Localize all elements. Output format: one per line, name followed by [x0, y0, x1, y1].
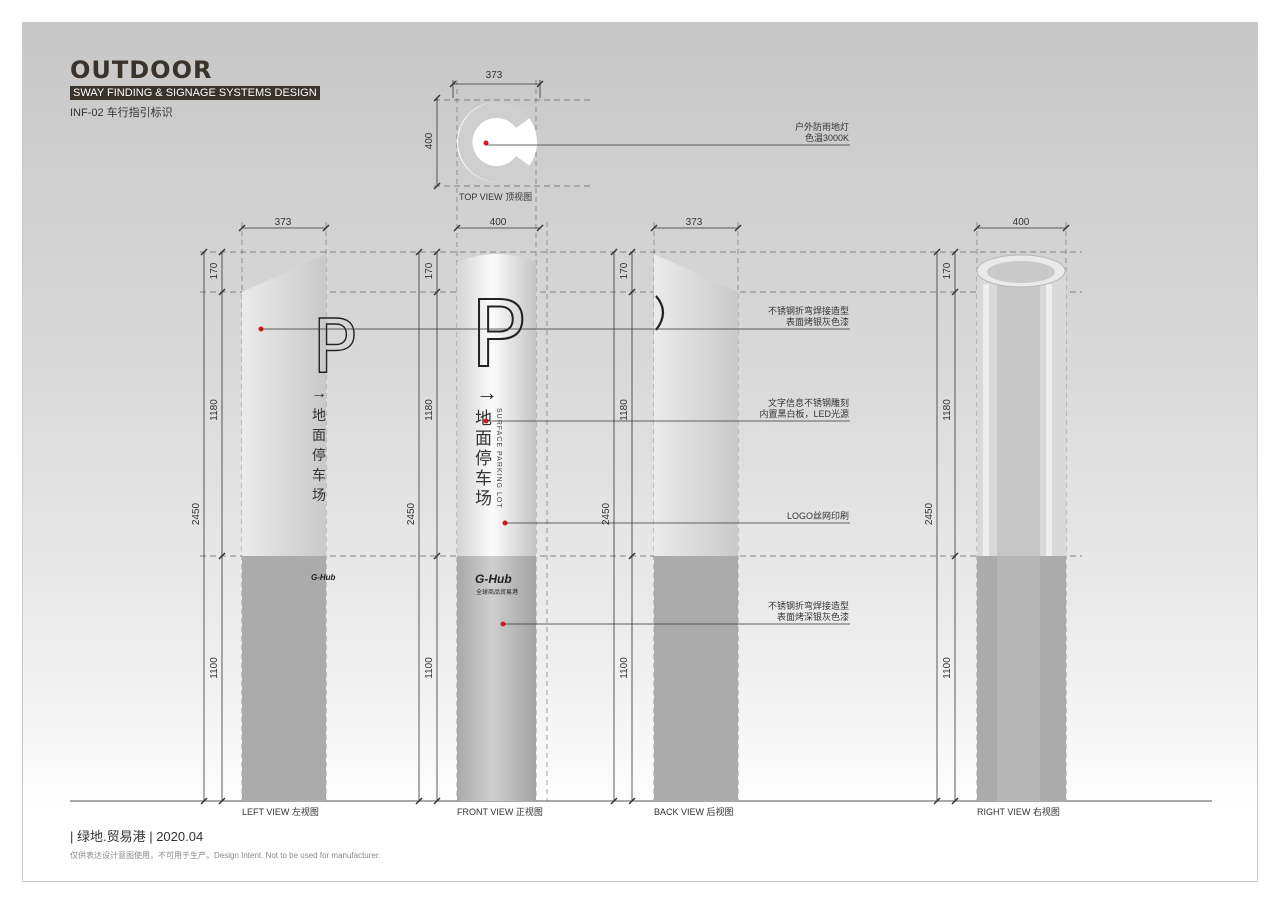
left-view-char-2: 面 [312, 427, 326, 443]
callout-steel-bottom-1: 不锈钢折弯焊接造型 [768, 600, 849, 611]
front-dim-1180: 1180 [424, 399, 435, 421]
back-view-upper [654, 254, 738, 556]
left-view-p: P [312, 304, 357, 390]
front-view-label: FRONT VIEW 正视图 [457, 806, 543, 817]
page-title: OUTDOOR [70, 56, 213, 84]
left-dim-1100: 1100 [209, 657, 220, 679]
callout-light-1: 户外防雨地灯 [795, 121, 849, 132]
right-dim-2450: 2450 [924, 502, 935, 525]
page-subtitle: SWAY FINDING & SIGNAGE SYSTEMS DESIGN [70, 86, 320, 100]
left-view-char-1: 地 [312, 407, 326, 423]
top-view-ring [457, 102, 530, 183]
left-width-dim: 373 [275, 217, 292, 228]
front-dim-2450: 2450 [406, 502, 417, 525]
back-view: BACK VIEW 后视图 373 170 1180 1100 2450 [601, 217, 742, 817]
front-width-dim: 400 [490, 217, 507, 228]
light-marker [483, 140, 489, 146]
callout-steel-top-1: 不锈钢折弯焊接造型 [768, 305, 849, 316]
front-view: P → 地 面 停 车 场 SURFACE PARKING LOT G-Hub … [406, 217, 544, 817]
disclaimer: 仅供表达设计意图使用，不可用于生产。Design Intent. Not to … [70, 851, 381, 860]
back-dim-2450: 2450 [601, 502, 612, 525]
callout-logo-print: LOGO丝网印刷 [787, 510, 849, 521]
front-view-logo-cn: 全球商品贸易港 [476, 588, 518, 596]
drawing-code: INF-02 车行指引标识 [70, 107, 173, 119]
callouts: 户外防雨地灯 色温3000K 不锈钢折弯焊接造型 表面烤银灰色漆 文字信息不锈钢… [759, 121, 849, 622]
right-width-dim: 400 [1013, 217, 1030, 228]
front-view-char-4: 车 [475, 469, 492, 488]
left-dim-170: 170 [209, 262, 220, 279]
callout-steel-top-2: 表面烤银灰色漆 [786, 316, 849, 327]
callout-text-2: 内置黑白板，LED光源 [759, 408, 849, 419]
left-view-upper [242, 254, 326, 556]
back-dim-170: 170 [619, 262, 630, 279]
left-view-label: LEFT VIEW 左视图 [242, 806, 319, 817]
back-view-p-edge [655, 295, 665, 331]
front-view-char-1: 地 [475, 409, 492, 428]
project-footer: | 绿地.贸易港 | 2020.04 [70, 829, 204, 844]
top-width-dim: 373 [486, 70, 503, 81]
back-dim-1100: 1100 [619, 657, 630, 679]
left-view: P → 地 面 停 车 场 G-Hub LEFT VIEW 左视图 373 17… [191, 217, 357, 817]
front-dim-1100: 1100 [424, 657, 435, 679]
left-dim-2450: 2450 [191, 502, 202, 525]
left-view-char-3: 停 [312, 447, 326, 463]
left-view-char-4: 车 [312, 467, 326, 483]
back-width-dim: 373 [686, 217, 703, 228]
reference-lines [200, 99, 1082, 557]
front-view-char-2: 面 [475, 429, 492, 448]
back-dim-1180: 1180 [619, 399, 630, 421]
right-view-label: RIGHT VIEW 右视图 [977, 806, 1060, 817]
front-view-en-text: SURFACE PARKING LOT [495, 408, 502, 509]
front-view-arrow: → [476, 380, 498, 405]
back-view-base [654, 556, 738, 801]
left-view-arrow: → [311, 385, 327, 402]
right-dim-170: 170 [942, 262, 953, 279]
left-view-logo: G-Hub [311, 573, 336, 582]
front-dim-170: 170 [424, 262, 435, 279]
callout-text-1: 文字信息不锈钢雕刻 [768, 397, 849, 408]
left-view-base [242, 556, 326, 801]
front-view-char-5: 场 [475, 489, 492, 508]
callout-light-2: 色温3000K [805, 132, 849, 143]
front-view-p: P [470, 281, 525, 388]
front-view-base [457, 556, 536, 801]
back-view-label: BACK VIEW 后视图 [654, 806, 734, 817]
top-view: 373 400 TOP VIEW 顶视图 [424, 70, 544, 202]
right-view: RIGHT VIEW 右视图 400 170 1180 1100 2450 [924, 217, 1070, 817]
top-view-label: TOP VIEW 顶视图 [459, 191, 532, 202]
left-view-char-5: 场 [312, 487, 326, 503]
left-dim-1180: 1180 [209, 399, 220, 421]
front-view-upper [457, 254, 536, 556]
front-view-char-3: 停 [475, 449, 492, 468]
top-height-dim: 400 [424, 132, 435, 149]
right-dim-1180: 1180 [942, 399, 953, 421]
callout-steel-bottom-2: 表面烤深银灰色漆 [777, 611, 849, 622]
front-view-logo: G-Hub [475, 572, 512, 586]
right-dim-1100: 1100 [942, 657, 953, 679]
callout-leaders [261, 144, 850, 625]
